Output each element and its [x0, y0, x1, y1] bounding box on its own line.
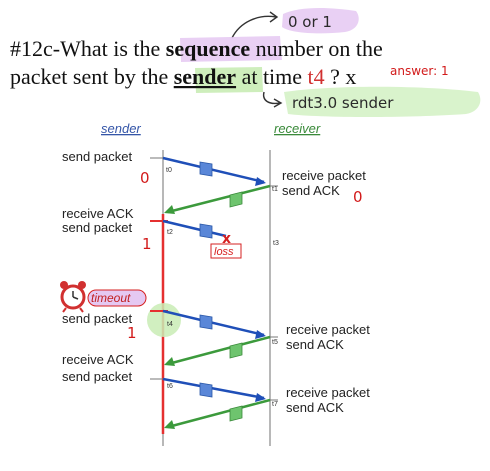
- loss-box: [210, 243, 242, 259]
- time-t5: t5: [272, 339, 278, 346]
- loss-x-icon: x: [222, 231, 231, 247]
- packet-4: [199, 382, 213, 398]
- time-t6: t6: [167, 383, 173, 390]
- ack-arrow-3: [167, 398, 271, 429]
- seq-note-0-sender: 0: [140, 169, 150, 187]
- ack-arrowhead-2: [164, 357, 175, 366]
- receiver-send-ack-1: send ACK: [282, 183, 340, 198]
- sender-receive-ack-1: receive ACK: [62, 206, 134, 221]
- ack-2: [229, 342, 243, 359]
- sender-send-packet-3: send packet: [62, 311, 132, 326]
- t4-highlight: [147, 303, 181, 337]
- time-t7: t7: [272, 401, 278, 408]
- ack-arrowhead-1: [164, 205, 175, 214]
- ack-arrow-2: [167, 335, 271, 366]
- receiver-send-ack-3: send ACK: [286, 400, 344, 415]
- ack-arrow-1: [167, 184, 271, 214]
- sequence-highlight: [180, 36, 282, 62]
- answer-note: answer: 1: [390, 64, 449, 78]
- ack-3: [229, 405, 243, 422]
- receiver-send-ack-2: send ACK: [286, 337, 344, 352]
- top-note: 0 or 1: [288, 13, 332, 31]
- seq-note-0-ack: 0: [353, 188, 363, 206]
- time-t4: t4: [167, 321, 173, 328]
- ack-arrowhead-3: [164, 420, 175, 429]
- time-t2: t2: [167, 229, 173, 236]
- packet-arrow-4: [162, 377, 265, 400]
- seq-note-1-t4: 1: [127, 324, 137, 342]
- rdt-arrow-icon: [262, 91, 281, 105]
- alarm-clock-icon: [60, 281, 86, 313]
- packet-arrowhead-4: [255, 393, 266, 402]
- top-note-highlight: [282, 7, 359, 34]
- time-t0: t0: [166, 167, 172, 174]
- packet-1: [199, 161, 213, 177]
- question-line-1: #12c-What is the sequence number on the: [10, 36, 383, 61]
- seq-note-1-t2: 1: [142, 235, 152, 253]
- sender-send-packet-1: send packet: [62, 149, 132, 164]
- packet-2: [199, 223, 213, 239]
- receiver-receive-packet-1: receive packet: [282, 168, 366, 183]
- sender-header: sender: [101, 121, 141, 136]
- packet-arrowhead-1: [255, 177, 266, 186]
- top-note-arrow-icon: [231, 15, 277, 39]
- receiver-receive-packet-3: receive packet: [286, 385, 370, 400]
- sender-highlight: [195, 67, 263, 93]
- question-line-2: packet sent by the sender at time t4 ? x: [10, 64, 356, 89]
- time-t3: t3: [273, 240, 279, 247]
- packet-3: [199, 314, 213, 330]
- rdt-note: rdt3.0 sender: [292, 94, 394, 112]
- receiver-receive-packet-2: receive packet: [286, 322, 370, 337]
- packet-arrow-3: [162, 309, 265, 337]
- sender-send-packet-4: send packet: [62, 369, 132, 384]
- receiver-header: receiver: [274, 121, 321, 136]
- sender-send-packet-2: send packet: [62, 220, 132, 235]
- ack-1: [229, 191, 243, 208]
- rdt-note-highlight: [284, 86, 481, 117]
- packet-arrowhead-3: [255, 330, 266, 339]
- packet-arrow-2-lost: [162, 219, 227, 238]
- sender-receive-ack-2: receive ACK: [62, 352, 134, 367]
- timeout-label: timeout: [91, 291, 131, 305]
- packet-arrow-1: [162, 156, 265, 184]
- time-t1: t1: [272, 186, 278, 193]
- timeout-highlight: [87, 289, 147, 307]
- loss-label: loss: [214, 246, 234, 258]
